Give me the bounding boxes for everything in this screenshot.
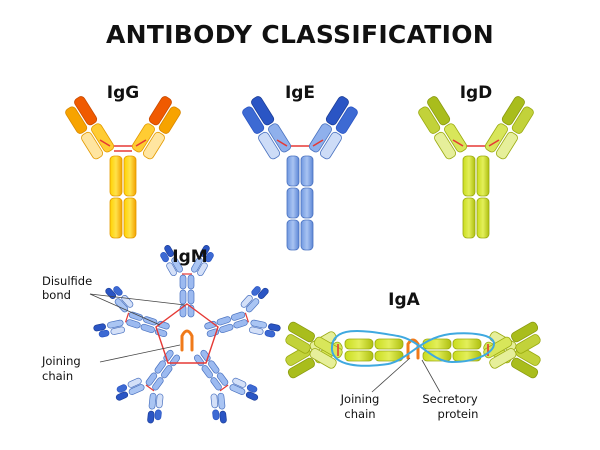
igd-antibody (418, 96, 534, 239)
igg-antibody (65, 96, 181, 239)
ige-heavy-chain-right (300, 155, 314, 251)
svg-text:protein: protein (438, 407, 479, 421)
igg-fab-right (131, 96, 181, 160)
annotation-joining-chain-igm: Joining chain (41, 344, 181, 383)
ige-fab-left (242, 96, 292, 160)
ige-disulfide-bonds (276, 139, 324, 147)
igg-heavy-chain-right (123, 155, 137, 239)
label-igg: IgG (107, 83, 139, 103)
igm-monomer-4 (115, 349, 181, 424)
iga-monomer-right (422, 321, 541, 379)
page-title: ANTIBODY CLASSIFICATION (105, 20, 495, 49)
igm-monomer-5 (93, 286, 170, 338)
svg-text:Secretory: Secretory (422, 392, 478, 406)
svg-text:chain: chain (42, 369, 73, 383)
svg-text:bond: bond (42, 288, 71, 302)
igm-pentamer (93, 245, 281, 424)
igm-monomer-2 (204, 286, 281, 338)
svg-text:Joining: Joining (340, 392, 380, 406)
label-iga: IgA (388, 290, 420, 310)
igg-disulfide-bonds (99, 139, 147, 152)
igg-fab-left (65, 96, 115, 160)
iga-monomer-left (285, 321, 404, 379)
svg-text:Joining: Joining (41, 354, 81, 368)
label-igm: IgM (172, 247, 207, 267)
igg-heavy-chain-left (109, 155, 123, 239)
annotation-secretory-protein: Secretory protein (421, 359, 479, 421)
igm-monomer-1 (160, 245, 214, 318)
igd-disulfide-bonds (452, 139, 500, 147)
iga-secretory-protein (330, 330, 496, 367)
igm-disulfide-ring (155, 303, 219, 364)
ige-fab-right (308, 96, 358, 160)
igd-heavy-chain-right (476, 155, 490, 239)
igm-joining-chain (180, 329, 194, 352)
ige-antibody (242, 96, 358, 251)
annotation-disulfide-bond: Disulfide bond (42, 274, 186, 326)
iga-dimer (285, 321, 541, 379)
svg-text:chain: chain (344, 407, 375, 421)
igd-fab-left (418, 96, 468, 160)
svg-text:Disulfide: Disulfide (42, 274, 92, 288)
label-ige: IgE (285, 83, 315, 103)
igd-heavy-chain-left (462, 155, 476, 239)
annotation-joining-chain-iga: Joining chain (340, 357, 411, 421)
ige-heavy-chain-left (286, 155, 300, 251)
igm-monomer-3 (193, 349, 259, 424)
label-igd: IgD (460, 83, 493, 103)
igd-fab-right (484, 96, 534, 160)
